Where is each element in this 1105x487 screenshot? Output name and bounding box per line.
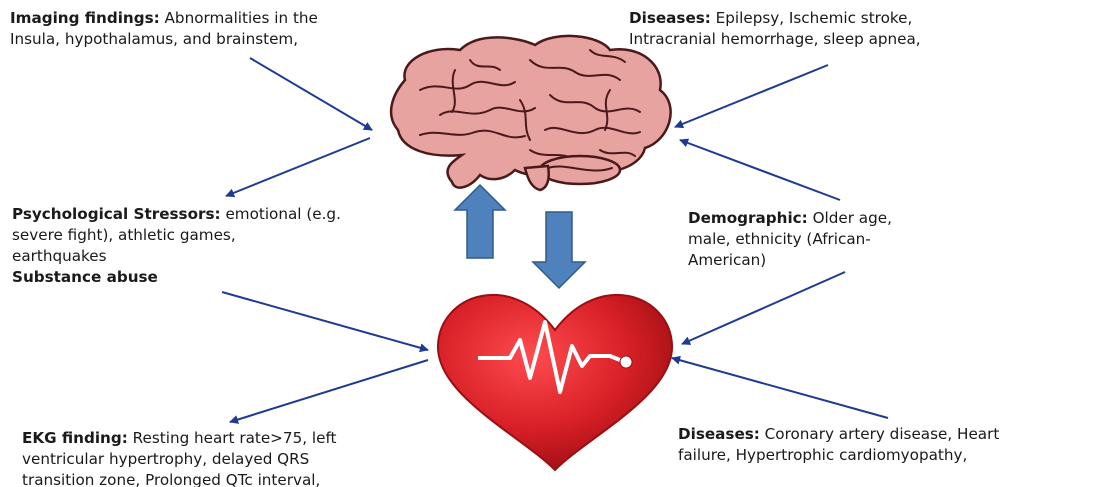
arrow-imaging-to-brain: [250, 58, 372, 130]
arrow-psych-to-heart: [222, 292, 428, 350]
down-block-arrow: [533, 212, 585, 288]
arrow-brain-to-psych: [226, 138, 370, 196]
heart-ekg-icon: [438, 295, 672, 470]
arrow-demographic-to-heart: [682, 272, 845, 344]
brain-icon: [391, 36, 671, 190]
up-block-arrow: [455, 185, 505, 258]
arrow-heart-to-ekg: [230, 360, 428, 422]
arrow-heart-diseases-to-heart: [672, 358, 888, 418]
arrow-demographic-to-brain: [680, 140, 840, 200]
arrow-diseases-to-brain: [675, 65, 828, 127]
